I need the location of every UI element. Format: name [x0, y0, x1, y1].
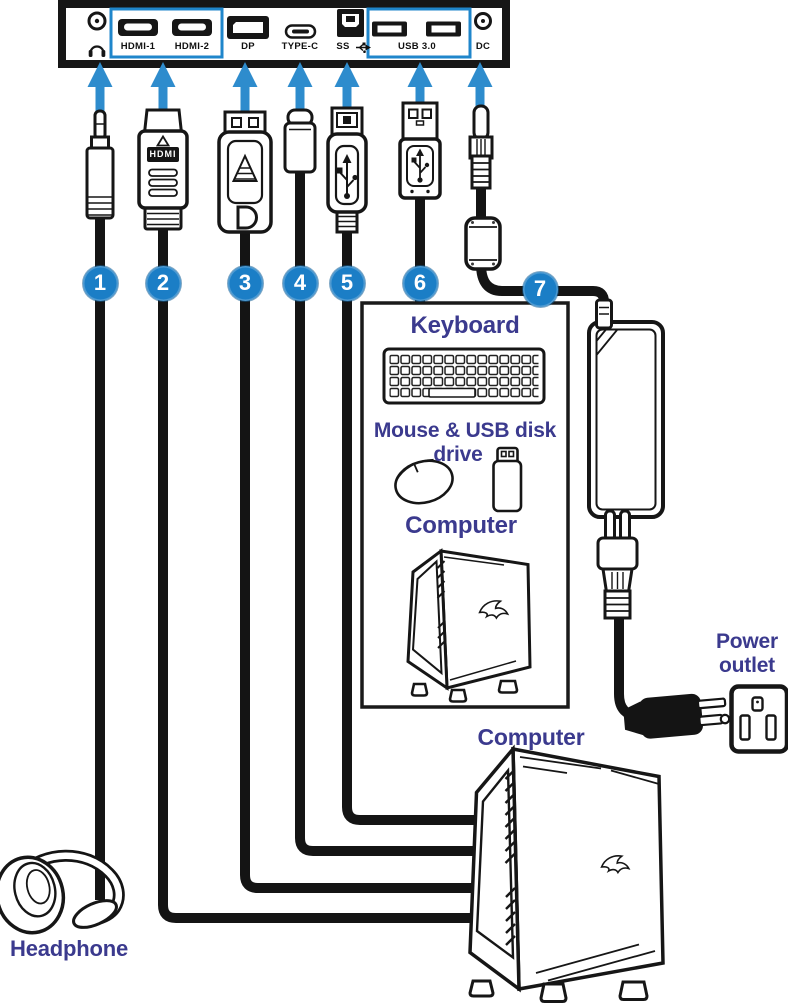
- mouse-usb-label-line2: drive: [433, 443, 483, 466]
- usb-superspeed-icon: [356, 42, 371, 53]
- hdmi-cable: [158, 220, 484, 923]
- usb-c-connector: [283, 108, 317, 174]
- typec-port-icon: [284, 24, 317, 39]
- connector-number-3: 3: [227, 265, 263, 301]
- audio-jack-connector: [85, 109, 115, 220]
- usb-a-connector: [398, 101, 442, 200]
- usb-trident-icon: [411, 148, 430, 183]
- connector-number-6: 6: [402, 265, 438, 301]
- power-outlet-icon: [729, 684, 788, 754]
- aorus-logo: [478, 600, 510, 620]
- power-adapter: [587, 320, 665, 519]
- usba2-port-icon: [426, 21, 461, 37]
- power-outlet-label-line2: outlet: [719, 654, 775, 677]
- keyboard-icon: [382, 347, 546, 405]
- headphone-icon: [0, 849, 125, 935]
- headphone-port-icon: [87, 11, 107, 57]
- usb-b-connector: [326, 106, 368, 234]
- usb-devices-box: [360, 301, 570, 709]
- usbc-cable: [295, 162, 484, 856]
- mouse-usb-label-line1: Mouse & USB disk: [373, 419, 557, 442]
- connector-number-4: 4: [282, 265, 318, 301]
- dc-adapter-plug: [595, 298, 613, 330]
- dp-port-icon: [227, 16, 269, 39]
- connector-number-5: 5: [329, 265, 365, 301]
- panel-frame: [58, 0, 510, 68]
- mouse-icon: [394, 458, 454, 505]
- ferrite-bead: [464, 216, 502, 271]
- port-label-hdmi2: HDMI-2: [174, 41, 210, 52]
- port-label-usb-upstream: SS: [336, 41, 350, 52]
- computer-in-box-label: Computer: [405, 512, 517, 539]
- hdmi-group-box: [109, 7, 224, 59]
- aorus-logo: [600, 855, 631, 875]
- cables: [95, 162, 652, 923]
- dc-port-icon: [474, 12, 492, 30]
- connector-number-2: 2: [145, 265, 181, 301]
- connector-number-7: 7: [522, 271, 558, 307]
- ac-cord-connector: [596, 509, 639, 620]
- dc-connector: [464, 104, 502, 271]
- keyboard-label: Keyboard: [410, 312, 520, 339]
- usb30-group-box: [366, 7, 472, 59]
- usba1-port-icon: [372, 21, 407, 37]
- power-outlet-label-line1: Power: [715, 630, 779, 653]
- headphone-label: Headphone: [10, 936, 128, 961]
- computer-tower-icon: [468, 744, 665, 1003]
- port-label-dp: DP: [241, 41, 255, 52]
- usb-upstream-port-icon: [337, 9, 364, 37]
- dc-cable: [476, 184, 609, 312]
- displayport-connector: [217, 110, 273, 234]
- hdmi2-port-icon: [172, 19, 212, 36]
- port-label-dc: DC: [475, 41, 491, 52]
- monitor-rear-panel: [58, 0, 510, 68]
- usb-trident-icon: [336, 154, 358, 199]
- port-label-typec: TYPE-C: [281, 41, 319, 52]
- hdmi-plug-label: HDMI: [147, 147, 179, 162]
- dp-cable: [240, 225, 484, 893]
- connector-number-1: 1: [82, 265, 118, 301]
- hdmi-connector: [137, 108, 189, 231]
- small-computer-tower-icon: [406, 548, 532, 703]
- computer-label: Computer: [477, 724, 585, 750]
- usb-drive-icon: [492, 446, 523, 513]
- port-label-usb30: USB 3.0: [397, 41, 436, 52]
- dp-logo: [236, 205, 258, 230]
- power-plug-icon: [623, 693, 731, 739]
- up-arrow-icons: [87, 62, 493, 112]
- port-label-hdmi1: HDMI-1: [120, 41, 156, 52]
- hdmi1-port-icon: [118, 19, 158, 36]
- usbb-cable: [342, 225, 484, 825]
